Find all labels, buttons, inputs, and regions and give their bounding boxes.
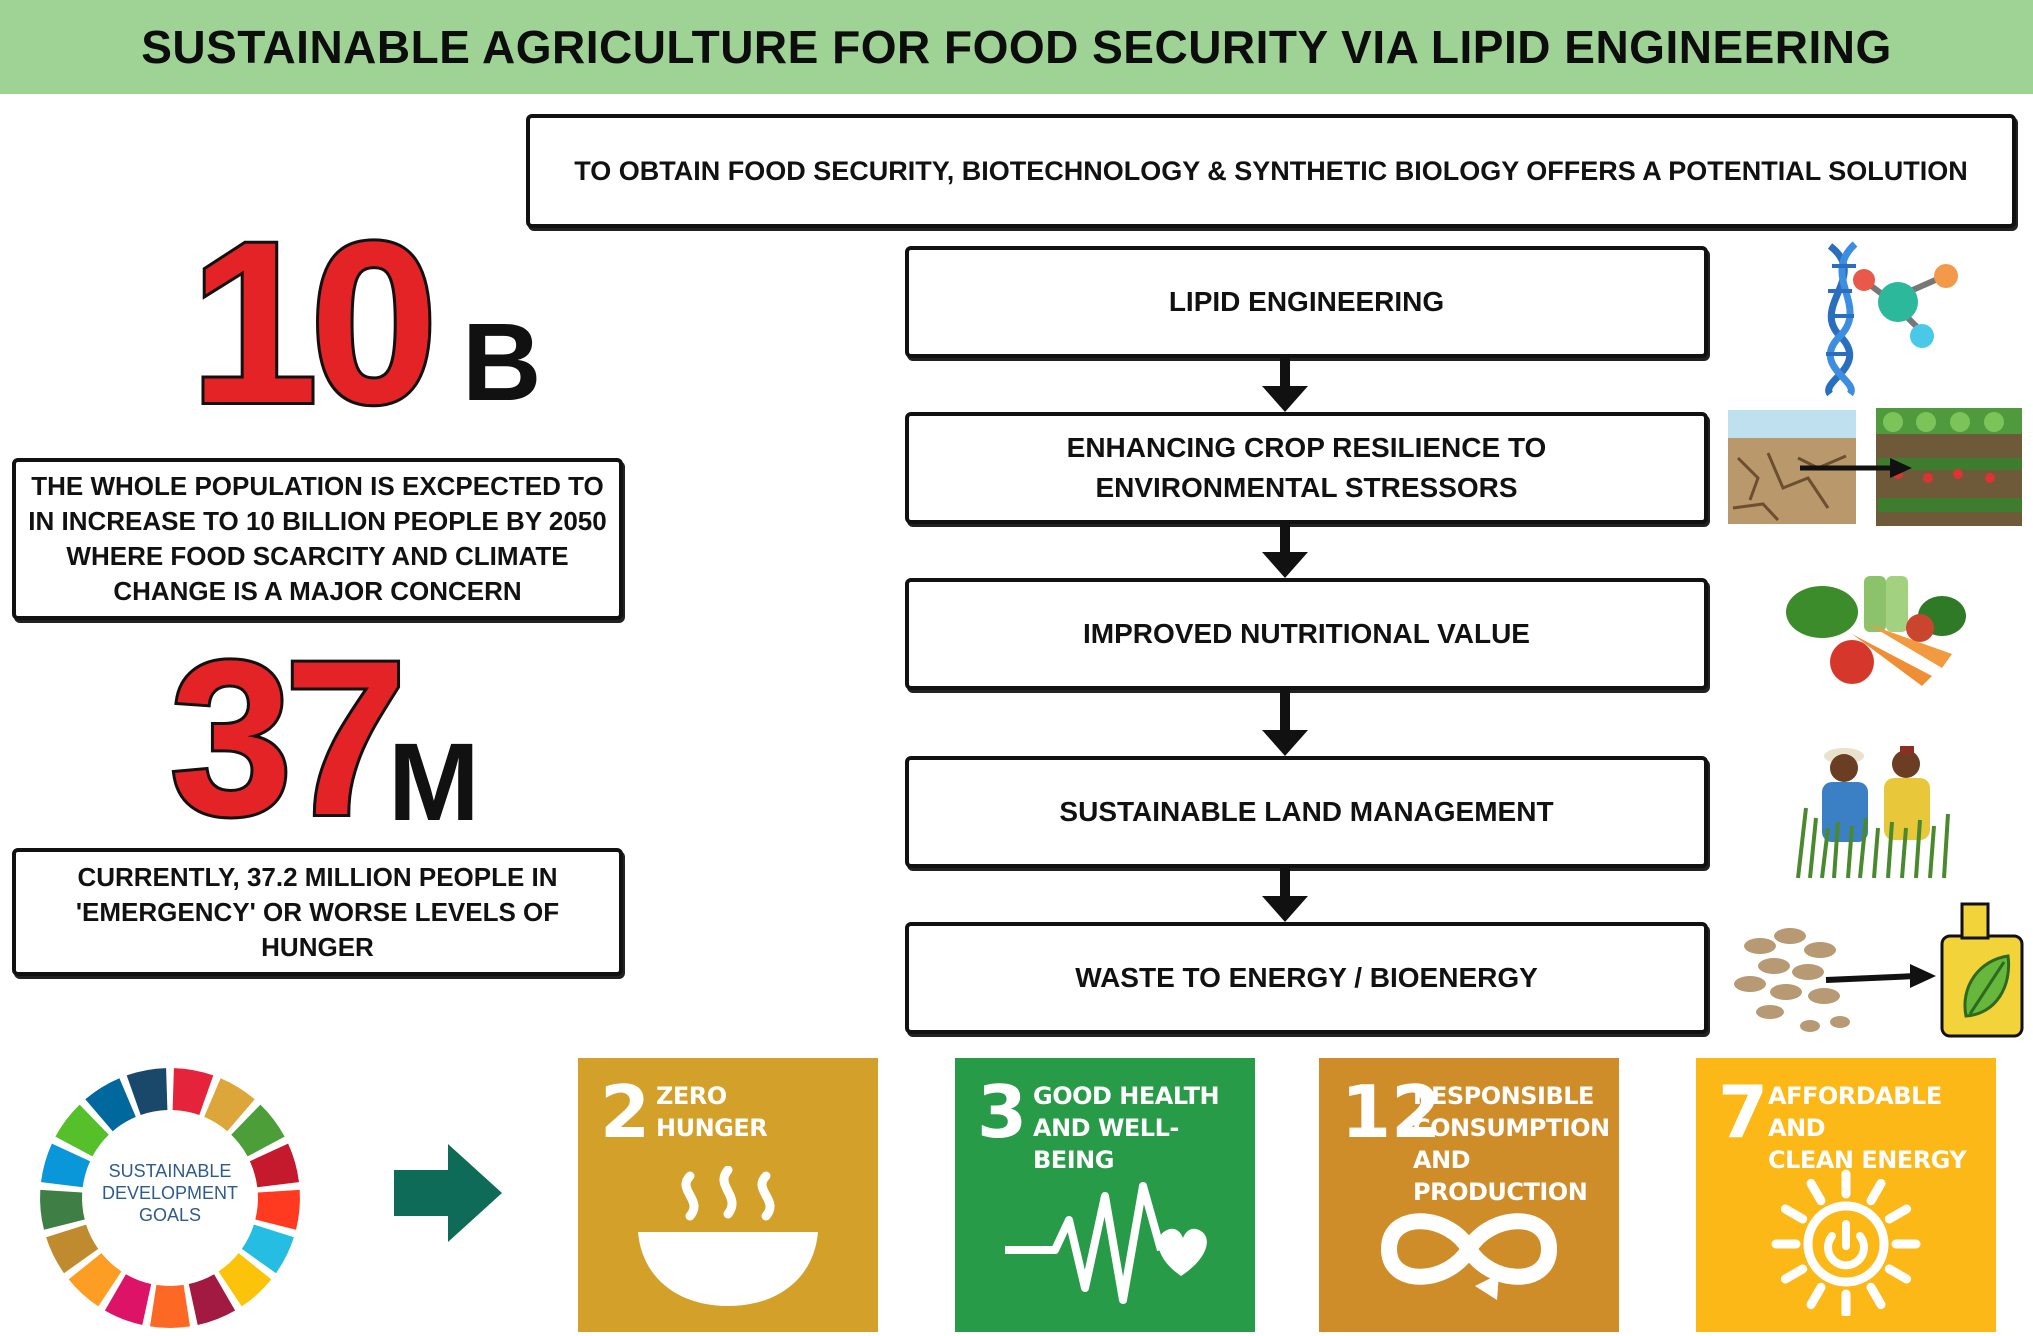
drought-to-crops-icon (1728, 408, 2022, 526)
sdg-wheel-segment (241, 1224, 294, 1274)
stat-number: 10 (187, 194, 441, 451)
right-arrow-icon (394, 1144, 502, 1242)
sun-ray (1866, 1178, 1886, 1206)
sdg-number: 12 (1341, 1070, 1442, 1154)
pellets-to-biofuel-icon (1734, 902, 2024, 1038)
sdg-tile-good-health: 3 GOOD HEALTH AND WELL-BEING (955, 1058, 1255, 1332)
sdg-wheel-segment (41, 1143, 91, 1188)
step-label: WASTE TO ENERGY / BIOENERGY (1075, 962, 1538, 993)
sdg-wheel-segment (104, 1274, 152, 1325)
stat-37m: 37 M (167, 625, 510, 851)
sdg-number: 7 (1718, 1070, 1769, 1154)
intro-box: TO OBTAIN FOOD SECURITY, BIOTECHNOLOGY &… (526, 114, 2016, 228)
page-title: SUSTAINABLE AGRICULTURE FOR FOOD SECURIT… (141, 21, 1892, 73)
sdg-label-line: AND PRODUCTION (1413, 1146, 1588, 1206)
title-banner: SUSTAINABLE AGRICULTURE FOR FOOD SECURIT… (0, 0, 2033, 94)
step-label: ENHANCING CROP RESILIENCE TO ENVIRONMENT… (1066, 432, 1547, 503)
sun-ray (1806, 1178, 1826, 1206)
down-arrow-icon (1262, 522, 1308, 578)
sdg-label-line: ZERO (656, 1082, 727, 1110)
sdg-wheel-segment (126, 1068, 168, 1115)
sdg-wheel-segment (188, 1274, 236, 1325)
sdg-wheel-segment (218, 1253, 272, 1307)
stat-10b: 10 B (187, 205, 541, 441)
sdg-wheel-segment (172, 1068, 214, 1115)
stat-text: THE WHOLE POPULATION IS EXCPECTED TO IN … (28, 471, 607, 606)
sdg-wheel-line: SUSTAINABLE (108, 1161, 232, 1181)
sdg-wheel-label: SUSTAINABLE DEVELOPMENT GOALS (90, 1160, 250, 1226)
sdg-label: ZERO HUNGER (656, 1080, 768, 1144)
sun-ray (1780, 1264, 1808, 1284)
stat-suffix: B (462, 301, 542, 424)
step-lipid-engineering: LIPID ENGINEERING (905, 246, 1708, 358)
sdg-label: AFFORDABLE AND CLEAN ENERGY (1768, 1080, 1996, 1176)
sdg-wheel-segment (204, 1078, 255, 1132)
sdg-wheel-line: GOALS (138, 1205, 202, 1225)
infinity-icon (1380, 1213, 1558, 1300)
sdg-wheel-segment (150, 1284, 190, 1328)
heartbeat-icon (1005, 1182, 1207, 1304)
sdg-wheel-segment (255, 1189, 300, 1230)
step-crop-resilience: ENHANCING CROP RESILIENCE TO ENVIRONMENT… (905, 412, 1708, 524)
sdg-label-line: GOOD HEALTH (1033, 1082, 1220, 1110)
sdg-wheel-segment (46, 1224, 99, 1274)
down-arrow-icon (1262, 688, 1308, 756)
step-land-management: SUSTAINABLE LAND MANAGEMENT (905, 756, 1708, 868)
sdg-number: 3 (977, 1070, 1028, 1154)
sdg-wheel-segment (85, 1078, 136, 1132)
sdg-wheel-segment (55, 1104, 109, 1157)
sdg-wheel-line: DEVELOPMENT (101, 1183, 239, 1203)
vegetables-icon (1786, 576, 1966, 686)
intro-text: TO OBTAIN FOOD SECURITY, BIOTECHNOLOGY &… (574, 155, 1968, 186)
step-label: LIPID ENGINEERING (1168, 286, 1445, 317)
sdg-tile-responsible-consumption: 12 RESPONSIBLE CONSUMPTION AND PRODUCTIO… (1319, 1058, 1619, 1332)
step-label: SUSTAINABLE LAND MANAGEMENT (1059, 796, 1554, 827)
stat-description-population: THE WHOLE POPULATION IS EXCPECTED TO IN … (12, 458, 623, 620)
sdg-label: RESPONSIBLE CONSUMPTION AND PRODUCTION (1413, 1080, 1619, 1208)
sdg-label-line: CLEAN ENERGY (1768, 1146, 1967, 1174)
sdg-wheel-segment (231, 1104, 285, 1157)
sdg-label-line: HUNGER (656, 1114, 768, 1142)
sdg-label: GOOD HEALTH AND WELL-BEING (1033, 1080, 1255, 1176)
step-bioenergy: WASTE TO ENERGY / BIOENERGY (905, 922, 1708, 1034)
step-nutritional-value: IMPROVED NUTRITIONAL VALUE (905, 578, 1708, 690)
bowl-icon (638, 1166, 818, 1306)
sun-ray (1884, 1204, 1912, 1224)
sun-ray (1866, 1282, 1886, 1310)
sdg-wheel-segment (40, 1189, 85, 1230)
down-arrow-icon (1262, 866, 1308, 922)
dna-molecule-icon (1825, 241, 1958, 396)
stat-number: 37 (167, 615, 410, 861)
stat-suffix: M (388, 721, 480, 844)
sdg-number: 2 (600, 1070, 651, 1154)
sdg-label-line: CONSUMPTION (1413, 1114, 1610, 1142)
sun-ray (1806, 1282, 1826, 1310)
stat-description-hunger: CURRENTLY, 37.2 MILLION PEOPLE IN 'EMERG… (12, 848, 623, 976)
sdg-tile-zero-hunger: 2 ZERO HUNGER (578, 1058, 878, 1332)
down-arrow-icon (1262, 356, 1308, 412)
sun-ray (1780, 1204, 1808, 1224)
step-label: IMPROVED NUTRITIONAL VALUE (1083, 618, 1530, 649)
sdg-tile-clean-energy: 7 AFFORDABLE AND CLEAN ENERGY (1696, 1058, 1996, 1332)
sdg-wheel-segment (68, 1253, 122, 1307)
sdg-label-line: AFFORDABLE AND (1768, 1082, 1942, 1142)
sdg-label-line: RESPONSIBLE (1413, 1082, 1594, 1110)
sun-ray (1884, 1264, 1912, 1284)
farmers-icon (1796, 746, 1950, 878)
sdg-wheel-segment (249, 1143, 299, 1188)
sdg-wheel-icon (40, 1068, 300, 1328)
sdg-label-line: AND WELL-BEING (1033, 1114, 1179, 1174)
sun-power-icon (1771, 1169, 1921, 1316)
stat-text: CURRENTLY, 37.2 MILLION PEOPLE IN 'EMERG… (75, 861, 560, 962)
